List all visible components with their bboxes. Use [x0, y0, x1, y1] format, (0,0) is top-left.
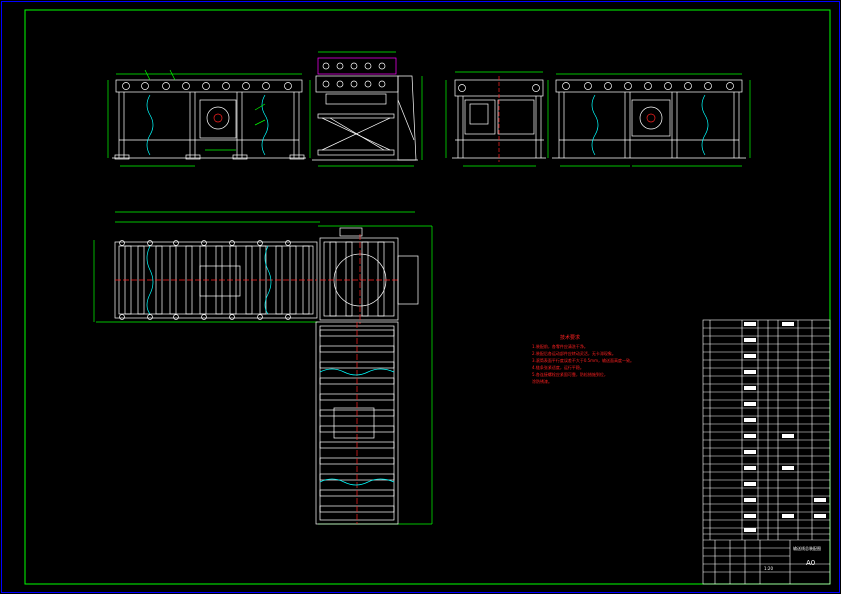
note-line-1: 1.装配前，各零件应清洗干净。	[532, 344, 588, 349]
front-drive-wheel	[206, 106, 230, 130]
note-line-5: 5.各连接螺栓应紧固可靠，防松措施到位，	[532, 372, 608, 377]
scissor-mechanism	[317, 113, 395, 156]
lift-table-view	[312, 51, 423, 167]
drawing-scale: 1:20	[764, 566, 773, 571]
note-line-6: 涂防锈漆。	[532, 379, 552, 384]
note-line-4: 4.链条张紧适度，运行平稳。	[532, 365, 584, 370]
title-block	[702, 319, 831, 585]
plan-view	[93, 211, 433, 525]
front-view-right	[552, 73, 751, 167]
front-view-left	[107, 69, 311, 167]
note-line-2: 2.装配后各运动部件应转动灵活，无卡滞现象。	[532, 351, 616, 356]
notes-title: 技术要求	[560, 335, 581, 341]
front-rollers	[122, 82, 292, 90]
note-line-3: 3.滚筒表面平行度误差不大于0.5mm，输送面高度一致。	[532, 358, 634, 363]
sheet-number: A0	[806, 559, 816, 567]
right-drive-wheel	[639, 106, 663, 130]
side-view	[445, 71, 549, 167]
inner-frame	[24, 9, 831, 585]
drawing-name: 输送线总装配图	[793, 546, 821, 551]
parts-list-rows	[703, 327, 830, 541]
